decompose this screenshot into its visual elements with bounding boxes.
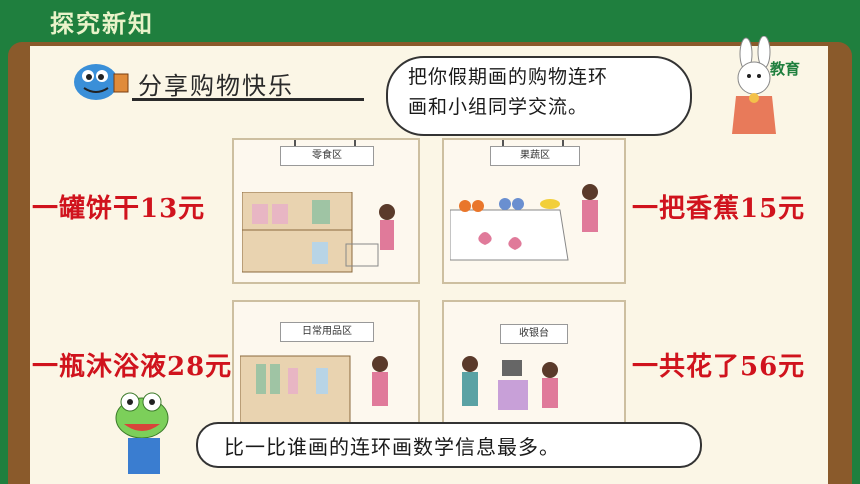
daily-goods-shelf-illustration: [240, 355, 388, 427]
snack-shelf-illustration: [242, 192, 395, 273]
scene-daily-goods-area: 日常用品区: [232, 300, 420, 444]
speech-bubble: [386, 56, 692, 136]
cashier-counter-illustration: [462, 356, 558, 410]
scene-cashier-area: 收银台: [442, 300, 626, 444]
page-title: 探究新知: [50, 10, 154, 38]
frog-mascot-icon: [115, 392, 169, 474]
page-header-bar: [0, 0, 860, 42]
label-banana-price: 一把香蕉15元: [632, 194, 806, 224]
label-shower-gel-price: 一瓶沐浴液28元: [32, 352, 233, 382]
rabbit-teacher-icon: [732, 36, 776, 134]
fruit-stand-illustration: [450, 184, 598, 261]
scene-sign: 零食区: [280, 146, 374, 166]
section-underline: [132, 98, 364, 101]
scene-sign: 收银台: [500, 324, 568, 344]
bottom-speech-text: 比一比谁画的连环画数学信息最多。: [224, 435, 560, 459]
speech-bubble-line-1: 把你假期画的购物连环: [408, 66, 609, 88]
scene-sign: 日常用品区: [280, 322, 374, 342]
cartoon-mascot-icon: [74, 64, 129, 100]
logo-text: 教育: [770, 60, 801, 78]
speech-bubble-text: 把你假期画的购物连环 画和小组同学交流。: [408, 62, 678, 122]
speech-bubble-line-2: 画和小组同学交流。: [408, 96, 589, 118]
label-total-spent: 一共花了56元: [632, 352, 806, 382]
scene-sign: 果蔬区: [490, 146, 580, 166]
scene-snack-area: 零食区: [232, 138, 420, 284]
bottom-speech-bubble: [196, 422, 702, 468]
scene-fruit-area: 果蔬区: [442, 138, 626, 284]
label-biscuit-price: 一罐饼干13元: [32, 194, 206, 224]
section-title: 分享购物快乐: [138, 72, 294, 100]
